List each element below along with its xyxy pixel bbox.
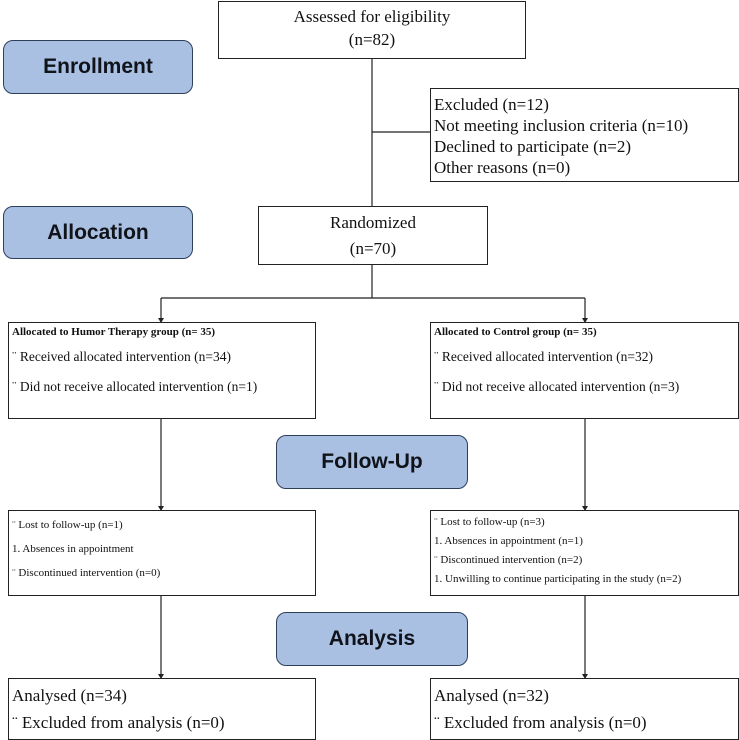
- control-received: ¨ Received allocated intervention (n=32): [434, 349, 654, 364]
- arrowhead-control-analysis: [582, 674, 588, 679]
- humor-received: ¨ Received allocated intervention (n=34): [12, 349, 232, 364]
- control-excluded-analysis: ¨ Excluded from analysis (n=0): [434, 713, 647, 732]
- arrowhead-humor-analysis: [158, 674, 164, 679]
- excluded-line: Other reasons (n=0): [434, 158, 571, 177]
- control-allocation-title: Allocated to Control group (n= 35): [434, 326, 597, 338]
- phase-allocation-label: Allocation: [3, 206, 193, 259]
- randomized-title: Randomized: [330, 213, 416, 232]
- excluded-line: Not meeting inclusion criteria (n=10): [434, 116, 689, 135]
- excluded-box: Excluded (n=12) Not meeting inclusion cr…: [430, 88, 739, 182]
- followup-line: ¨ Discontinued intervention (n=2): [434, 554, 583, 566]
- randomized-box: Randomized (n=70): [258, 206, 488, 265]
- humor-excluded-analysis: ¨ Excluded from analysis (n=0): [12, 713, 225, 732]
- humor-followup-box: ¨ Lost to follow-up (n=1) 1. Absences in…: [8, 510, 316, 596]
- humor-analysed: Analysed (n=34): [12, 686, 127, 705]
- assessed-box: Assessed for eligibility (n=82): [218, 1, 526, 59]
- followup-line: 1. Unwilling to continue participating i…: [434, 573, 682, 585]
- assessed-count: (n=82): [348, 30, 396, 49]
- humor-allocation-box: Allocated to Humor Therapy group (n= 35)…: [8, 322, 316, 419]
- control-analysis-box: Analysed (n=32) ¨ Excluded from analysis…: [430, 678, 739, 740]
- arrowhead-control-alloc: [582, 318, 588, 323]
- followup-line: ¨ Lost to follow-up (n=3): [434, 516, 545, 528]
- phase-followup-label: Follow-Up: [276, 435, 468, 489]
- humor-allocation-title: Allocated to Humor Therapy group (n= 35): [12, 326, 216, 338]
- phase-analysis-label: Analysis: [276, 612, 468, 666]
- phase-enrollment-label: Enrollment: [3, 40, 193, 94]
- followup-line: 1. Absences in appointment (n=1): [434, 535, 583, 547]
- excluded-line: Excluded (n=12): [434, 95, 549, 114]
- arrowhead-humor-followup: [158, 506, 164, 511]
- arrowhead-humor-alloc: [158, 318, 164, 323]
- control-not-received: ¨ Did not receive allocated intervention…: [434, 379, 680, 394]
- humor-analysis-box: Analysed (n=34) ¨ Excluded from analysis…: [8, 678, 316, 740]
- assessed-title: Assessed for eligibility: [293, 7, 451, 26]
- followup-line: ¨ Lost to follow-up (n=1): [12, 519, 123, 531]
- arrowhead-control-followup: [582, 506, 588, 511]
- randomized-count: (n=70): [349, 239, 397, 258]
- humor-not-received: ¨ Did not receive allocated intervention…: [12, 379, 258, 394]
- followup-line: 1. Absences in appointment: [12, 543, 134, 555]
- control-allocation-box: Allocated to Control group (n= 35) ¨ Rec…: [430, 322, 739, 419]
- control-analysed: Analysed (n=32): [434, 686, 549, 705]
- excluded-line: Declined to participate (n=2): [434, 137, 631, 156]
- followup-line: ¨ Discontinued intervention (n=0): [12, 567, 161, 579]
- control-followup-box: ¨ Lost to follow-up (n=3) 1. Absences in…: [430, 510, 739, 596]
